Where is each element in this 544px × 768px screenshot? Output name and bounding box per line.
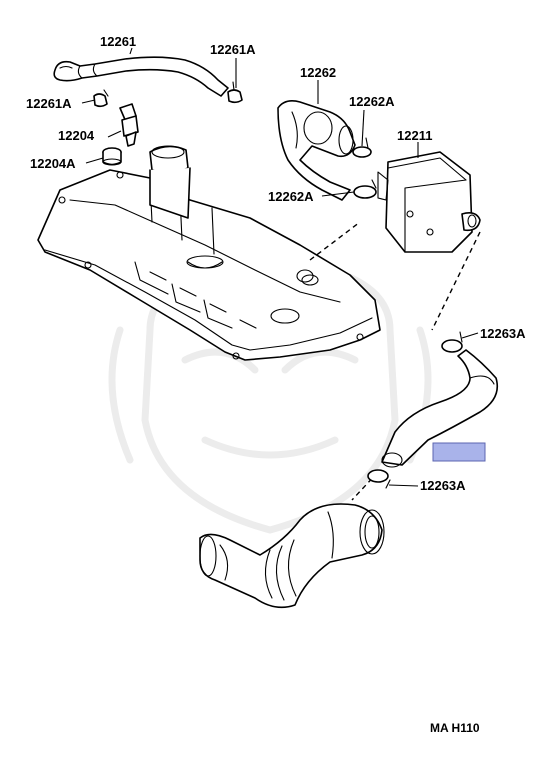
label-12262a-lower: 12262A <box>268 189 314 204</box>
hose-clip-12263a-upper[interactable] <box>441 331 463 353</box>
connection-lines <box>309 221 481 501</box>
label-12263a-lower: 12263A <box>420 478 466 493</box>
hose-clip-12261a-left[interactable] <box>93 89 109 108</box>
label-12211: 12211 <box>397 128 432 143</box>
label-12261a-top: 12261A <box>210 42 256 57</box>
breather-hose-12261[interactable] <box>53 56 229 97</box>
label-12263a-upper: 12263A <box>480 326 526 341</box>
label-12204a: 12204A <box>30 156 76 171</box>
hose-clip-12261a-top[interactable] <box>227 81 243 104</box>
diagram-code: MA H110 <box>430 721 480 735</box>
hose-clip-12262a-upper[interactable] <box>352 137 372 158</box>
highlighted-part-marker[interactable] <box>432 442 486 462</box>
label-12261a-left: 12261A <box>26 96 72 111</box>
air-intake-duct <box>199 503 385 609</box>
grommet-12204a[interactable] <box>102 147 122 166</box>
label-12262: 12262 <box>300 65 336 80</box>
hose-clip-12262a-lower[interactable] <box>353 179 377 199</box>
oil-separator-12211[interactable] <box>377 151 481 253</box>
hose-clip-12263a-lower[interactable] <box>367 469 391 489</box>
label-12262a-upper: 12262A <box>349 94 395 109</box>
cylinder-head-cover <box>37 145 381 361</box>
label-12261: 12261 <box>100 34 136 49</box>
ventilation-hose-12262[interactable] <box>277 100 356 201</box>
air-hose-bent[interactable] <box>381 349 499 468</box>
leader-lines <box>81 47 479 487</box>
label-12204: 12204 <box>58 128 95 143</box>
pcv-valve-12204[interactable] <box>119 103 139 147</box>
